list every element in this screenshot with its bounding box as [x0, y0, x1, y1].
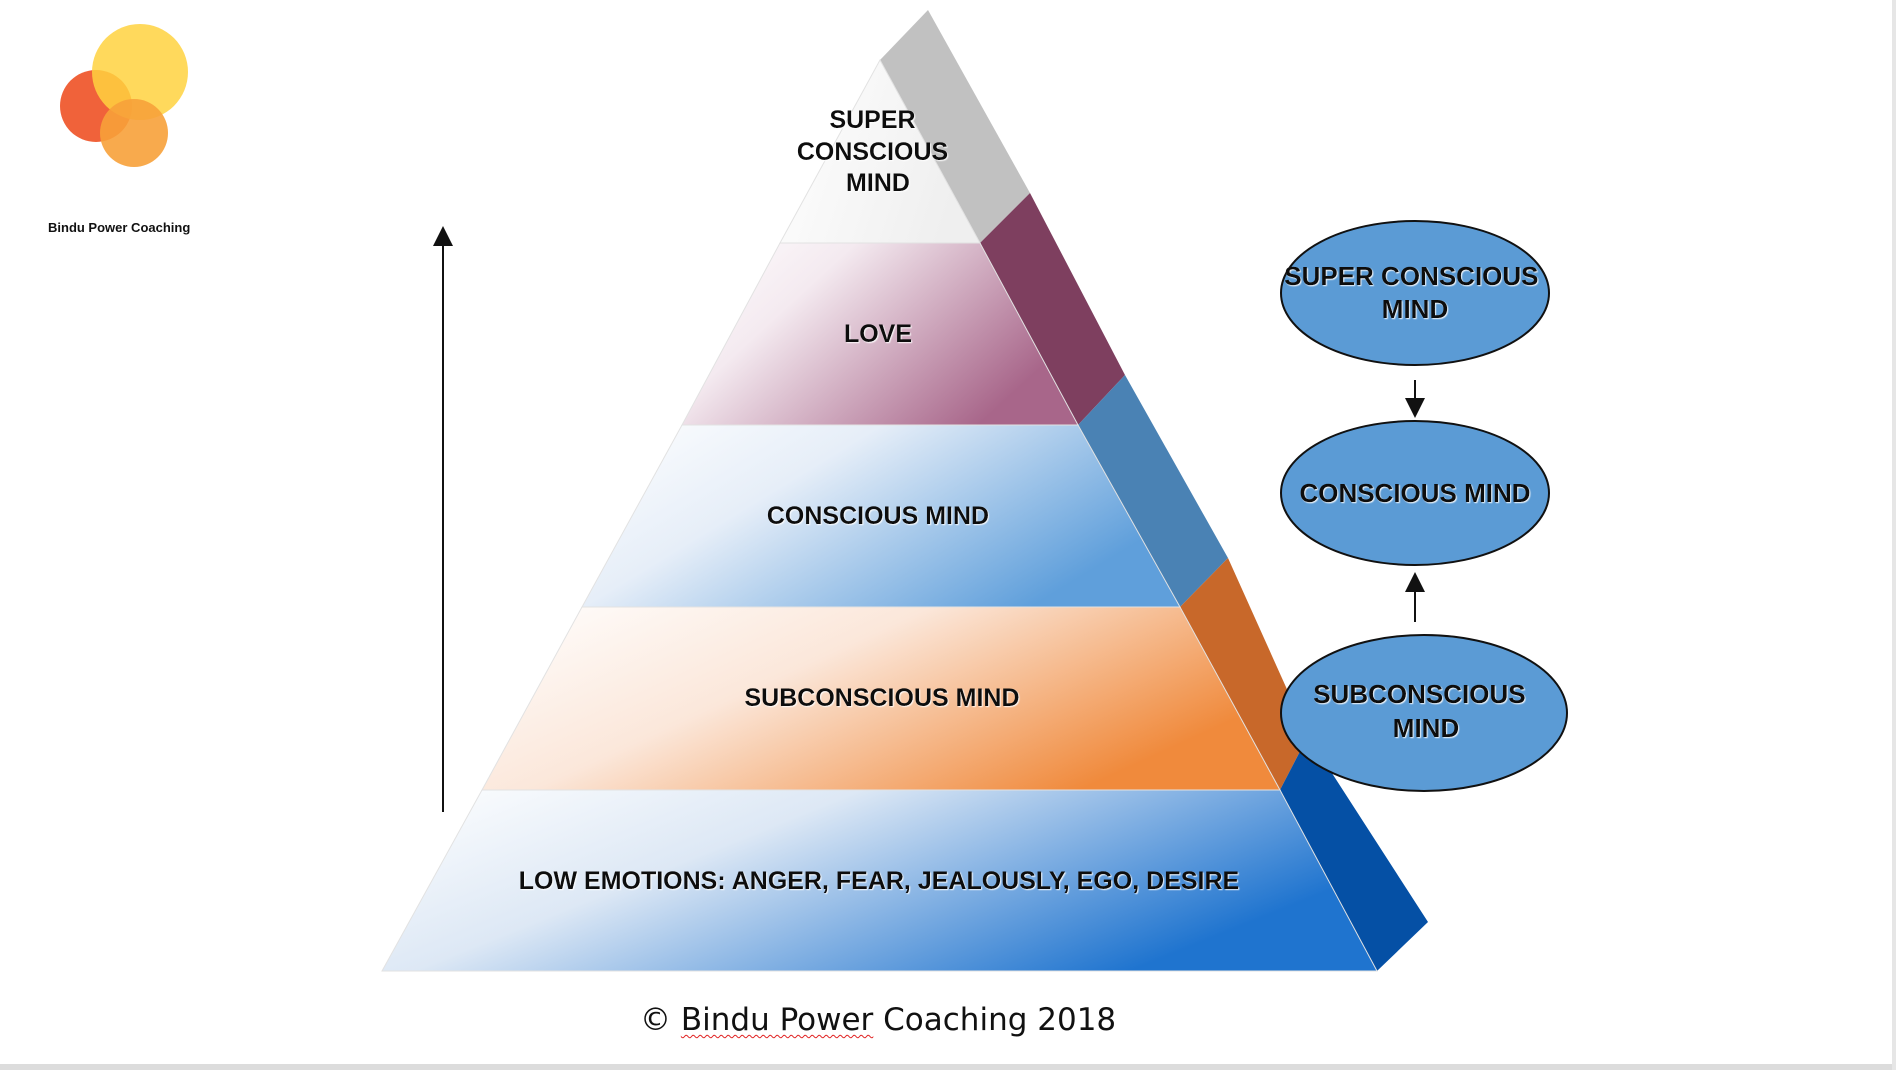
copyright-rest: Coaching 2018	[883, 1002, 1117, 1038]
pyramid-side	[880, 10, 1428, 971]
node-super-line-2: MIND	[1382, 294, 1448, 324]
node-sub-line-2: MIND	[1393, 713, 1459, 743]
brand-logo	[60, 24, 188, 167]
node-conscious	[1280, 420, 1550, 566]
pyramid-front	[381, 58, 1378, 972]
node-conscious-label: CONSCIOUS MIND	[1299, 478, 1530, 508]
label-subconscious-mind: SUBCONSCIOUS MIND	[744, 684, 1019, 712]
logo-circle-yellow	[92, 24, 188, 120]
brand-caption: Bindu Power Coaching	[48, 220, 191, 235]
label-conscious-mind: CONSCIOUS MIND	[767, 502, 989, 530]
side-band-super	[880, 10, 1030, 243]
side-band-love	[980, 193, 1125, 425]
label-low-emotions: LOW EMOTIONS: ANGER, FEAR, JEALOUSLY, EG…	[519, 867, 1239, 895]
side-band-subconscious	[1180, 558, 1308, 790]
label-super-line-1: SUPER	[829, 106, 915, 134]
node-super-label: SUPER CONSCIOUS MIND	[1284, 261, 1546, 324]
mind-flow: SUPER CONSCIOUS MIND CONSCIOUS MIND SUBC…	[1280, 220, 1568, 792]
node-subconscious	[1280, 634, 1568, 792]
tier-low-emotions	[381, 789, 1378, 972]
copyright-symbol: ©	[640, 1002, 671, 1038]
side-band-low	[1280, 736, 1428, 971]
node-super-line-1: SUPER CONSCIOUS	[1284, 261, 1538, 291]
copyright-footer: © Bindu Power Coaching 2018	[640, 1002, 1116, 1038]
copyright-brand: Bindu Power	[680, 1002, 874, 1038]
label-super-conscious: SUPER CONSCIOUS MIND	[797, 106, 955, 197]
window-bottom-bar	[0, 1064, 1896, 1070]
label-love: LOVE	[844, 320, 912, 348]
node-super-conscious	[1280, 220, 1550, 366]
label-super-line-2: CONSCIOUS	[797, 138, 948, 166]
node-subconscious-label: SUBCONSCIOUS MIND	[1313, 679, 1533, 743]
node-sub-line-1: SUBCONSCIOUS	[1313, 679, 1525, 709]
label-super-line-3: MIND	[846, 169, 910, 197]
window-right-edge	[1892, 0, 1896, 1070]
logo-circle-orange	[100, 99, 168, 167]
side-band-conscious	[1078, 375, 1228, 607]
